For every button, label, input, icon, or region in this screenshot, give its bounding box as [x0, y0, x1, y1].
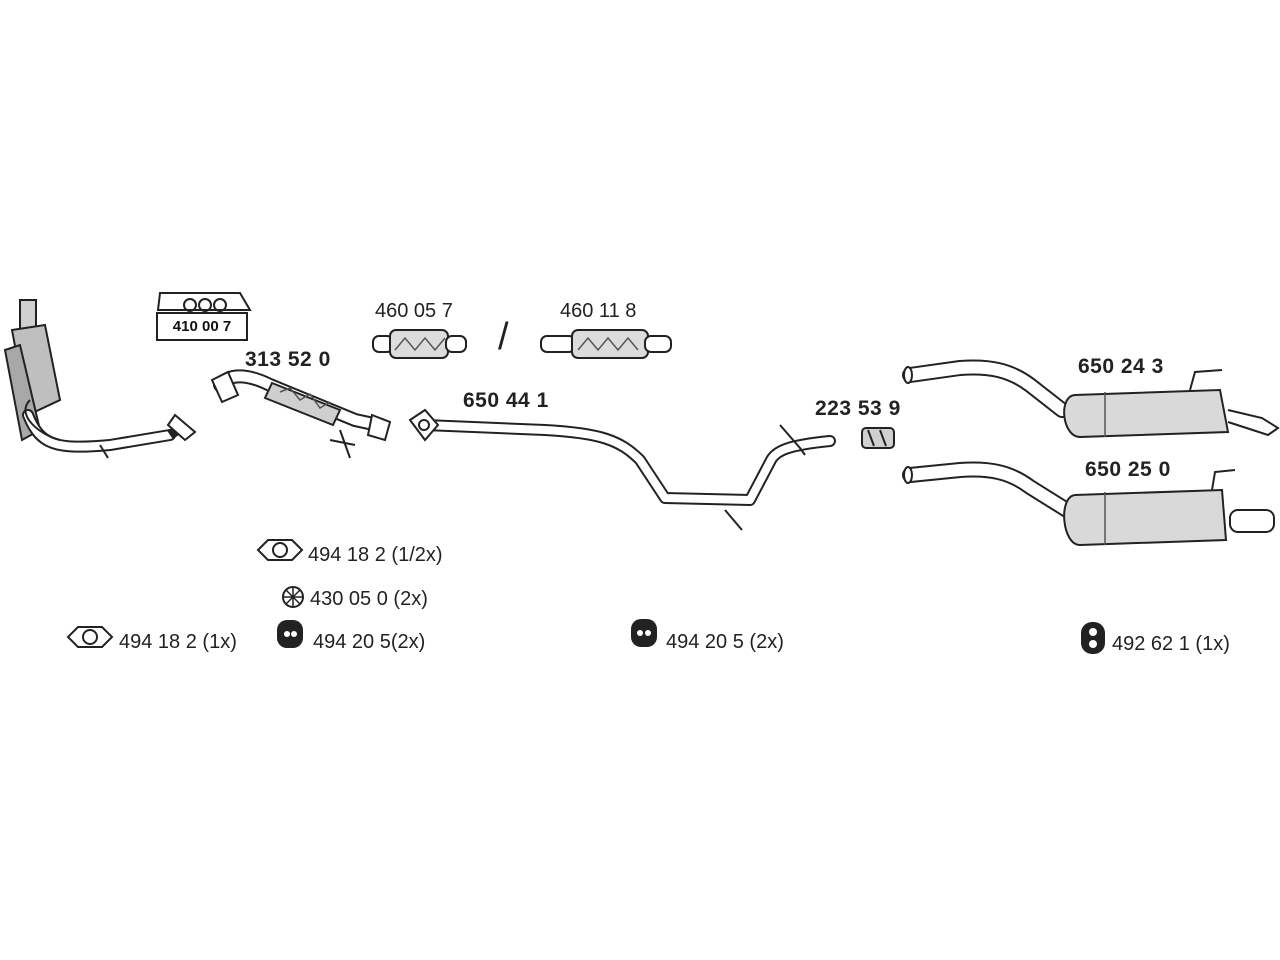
gasket-icon-half [256, 539, 304, 561]
middle-pipe [408, 408, 836, 531]
front-pipe-label: 313 52 0 [245, 348, 331, 371]
gasket-kit-label: 410 00 7 [172, 318, 232, 335]
rubber-mount-front-label: 494 20 5(2x) [313, 631, 426, 653]
rubber-mount-icon-rear [1081, 622, 1105, 654]
separator-slash: / [498, 316, 509, 358]
rubber-mount-rear-label: 492 62 1 (1x) [1112, 633, 1230, 655]
clamp-bolt-icon [282, 586, 304, 608]
clamp-part [861, 427, 895, 449]
clamp-bolt-label: 430 05 0 (2x) [310, 588, 428, 610]
gasket-icon-one [66, 626, 114, 648]
flex-pipe-b-label: 460 11 8 [560, 300, 637, 322]
gasket-half-label: 494 18 2 (1/2x) [308, 544, 443, 566]
rubber-mount-icon-middle [631, 619, 657, 647]
rear-silencer-b [902, 461, 1275, 547]
catalytic-converter-assembly [3, 299, 197, 459]
gasket-one-label: 494 18 2 (1x) [119, 631, 237, 653]
rubber-mount-icon-front [277, 620, 303, 648]
rear-silencer-a-label: 650 24 3 [1078, 355, 1164, 378]
flex-pipe-b [540, 329, 672, 359]
flex-pipe-a-label: 460 05 7 [375, 300, 453, 322]
gasket-kit-box [156, 292, 252, 341]
rear-silencer-a [902, 359, 1280, 439]
front-pipe [210, 369, 392, 459]
middle-pipe-label: 650 44 1 [463, 389, 549, 412]
rubber-mount-middle-label: 494 20 5 (2x) [666, 631, 784, 653]
rear-silencer-b-label: 650 25 0 [1085, 458, 1171, 481]
flex-pipe-a [372, 329, 467, 359]
clamp-label: 223 53 9 [815, 397, 901, 420]
